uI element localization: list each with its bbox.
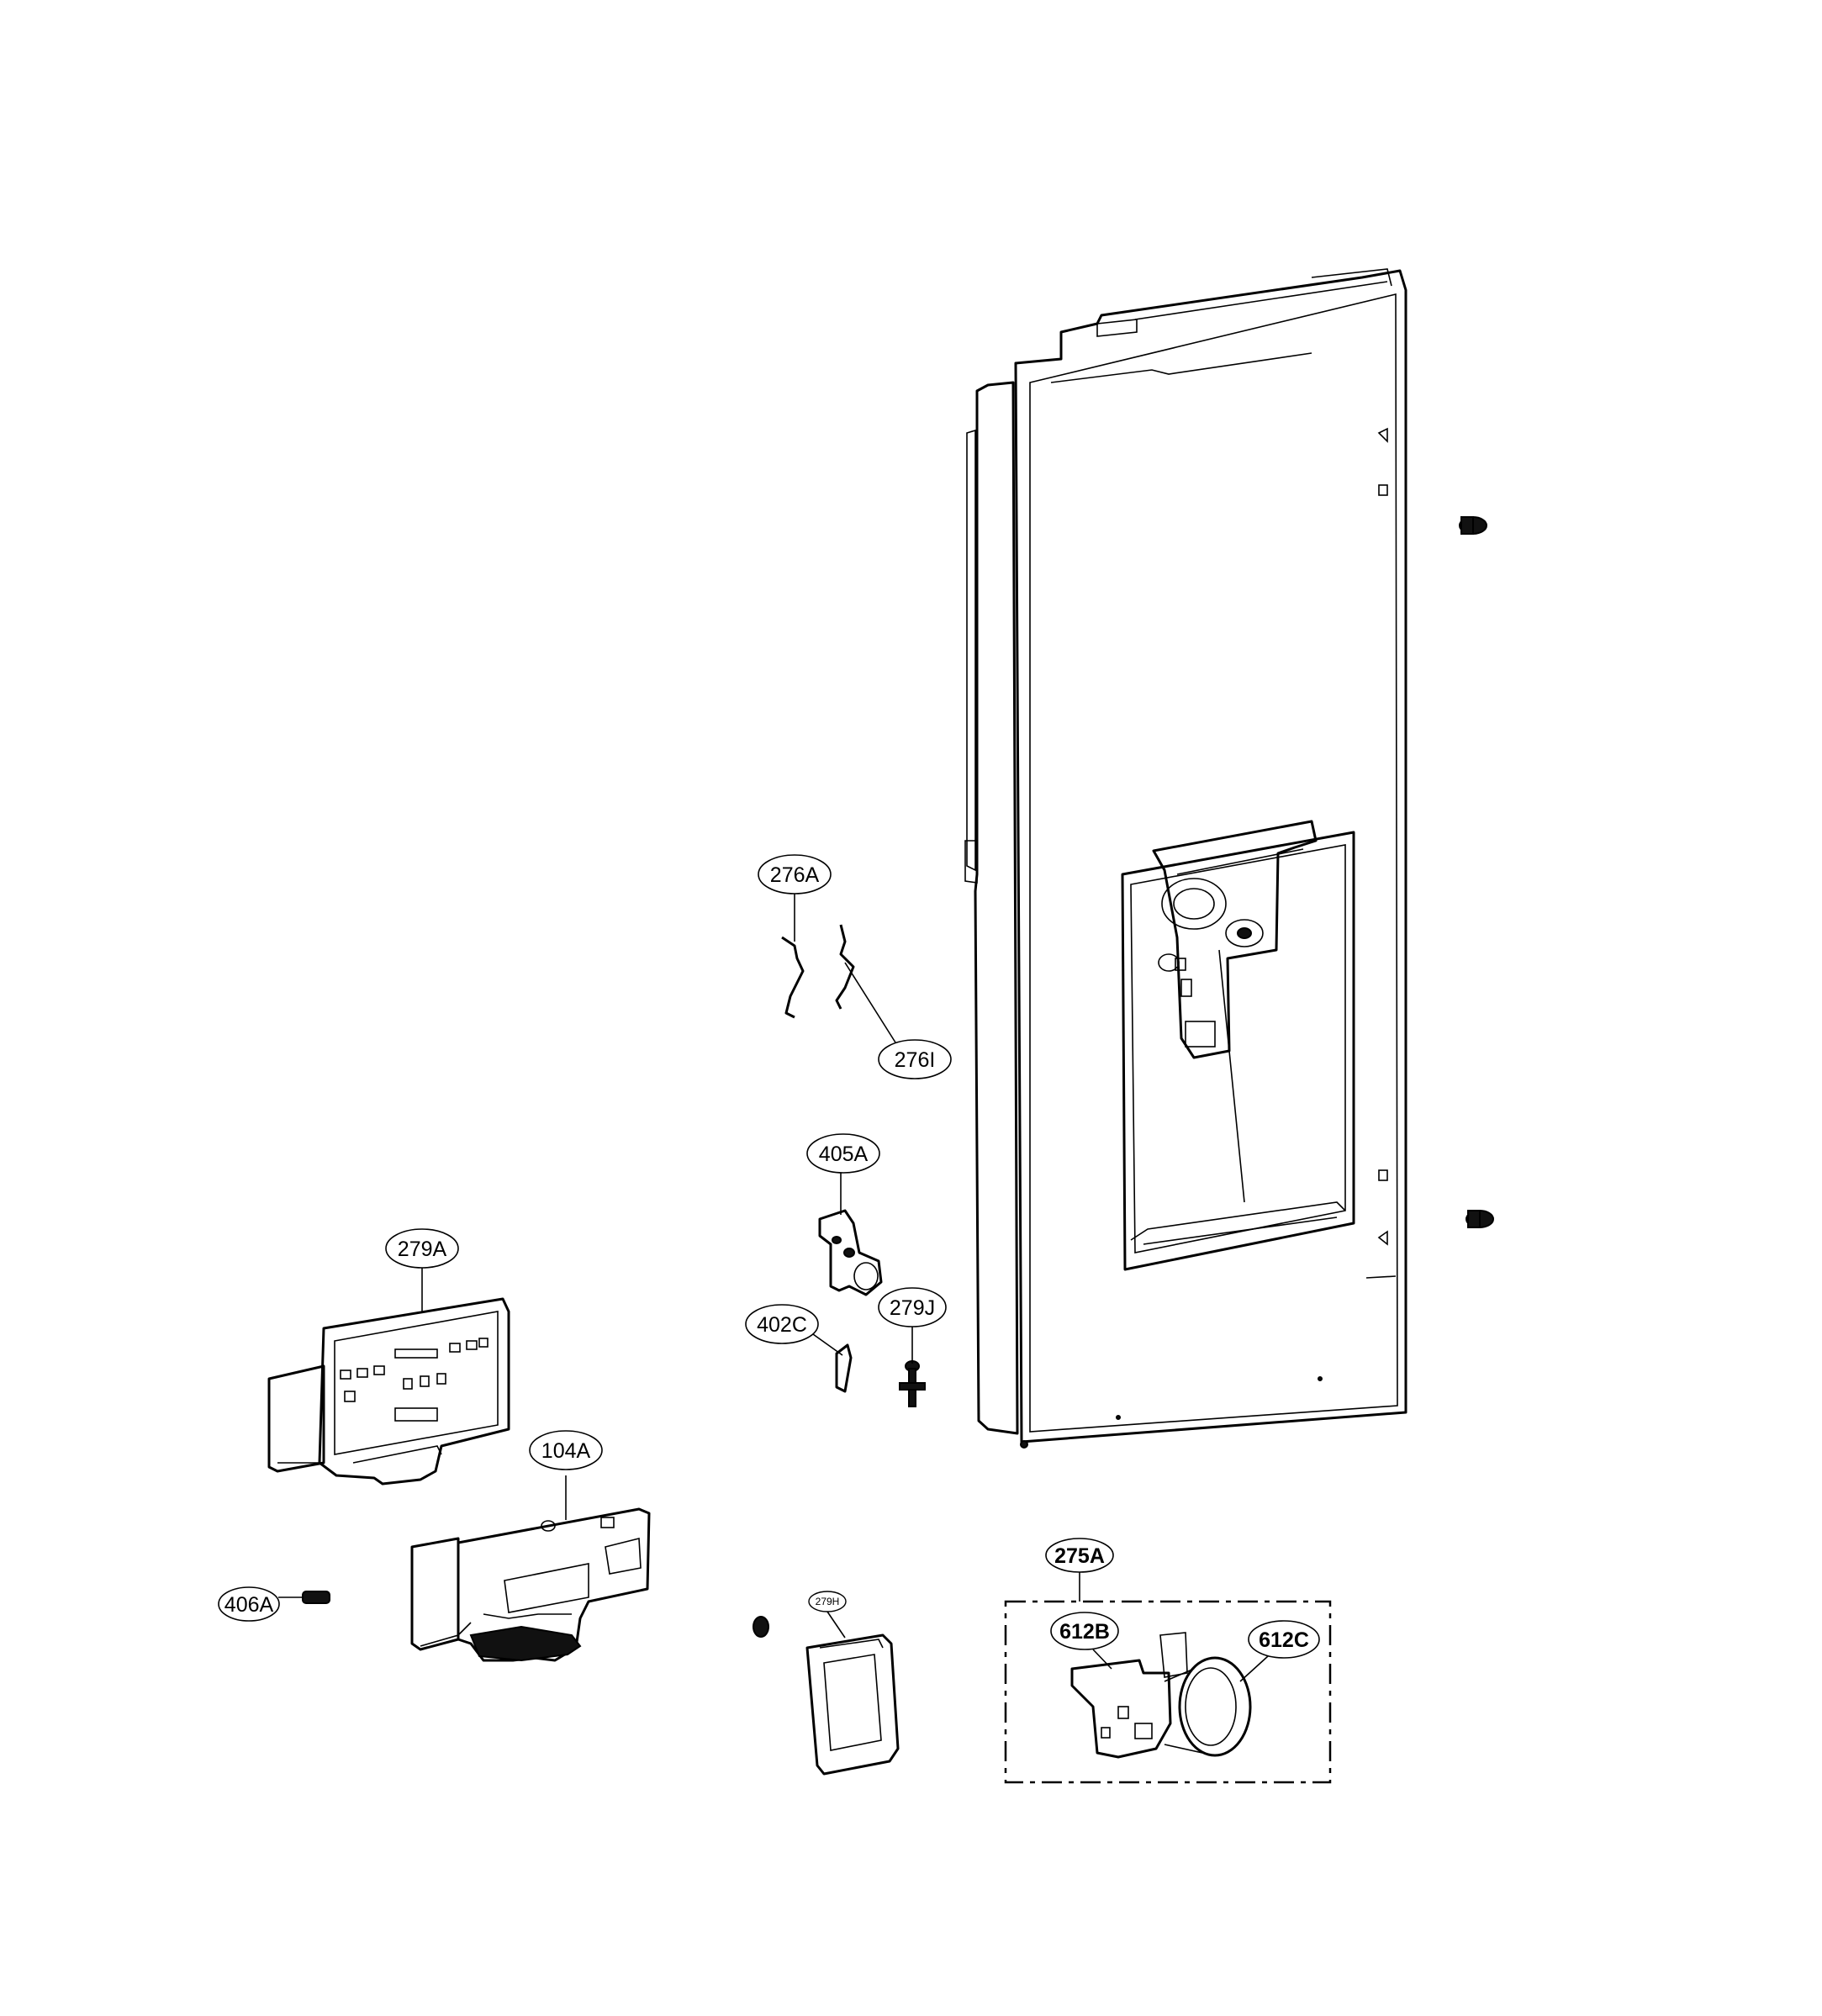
spring-276A [781, 936, 805, 1019]
callout-label-612C: 612C [1259, 1628, 1309, 1652]
callout-label-275A: 275A [1054, 1544, 1105, 1568]
callout-612C: 612C [1248, 1620, 1320, 1659]
callout-label-279H: 279H [816, 1596, 840, 1607]
spring-276I [835, 924, 855, 1010]
screw-406A [302, 1591, 330, 1604]
callout-label-279A: 279A [398, 1238, 447, 1261]
dispenser-housing-104A [410, 1507, 651, 1662]
callout-276I: 276I [878, 1039, 952, 1079]
control-panel-buttons [340, 1338, 489, 1422]
callout-612B: 612B [1050, 1612, 1119, 1650]
callout-276A: 276A [758, 854, 832, 895]
leader-lines [278, 894, 1269, 1682]
callout-label-612B: 612B [1059, 1620, 1110, 1644]
callout-405A: 405A [806, 1133, 880, 1174]
callout-label-405A: 405A [819, 1143, 869, 1166]
door-assembly [964, 268, 1494, 1449]
callout-279J: 279J [878, 1287, 947, 1327]
callout-label-402C: 402C [757, 1313, 807, 1337]
clip-402C [835, 1343, 853, 1393]
callout-label-279J: 279J [890, 1296, 935, 1320]
hinge-bolt-lower [1466, 1210, 1494, 1228]
bolt-279J [899, 1360, 926, 1407]
callout-402C: 402C [745, 1304, 819, 1344]
callout-104A: 104A [529, 1430, 603, 1470]
callout-406A: 406A [218, 1586, 280, 1622]
callout-label-406A: 406A [224, 1593, 274, 1617]
screw-near-279H [753, 1616, 769, 1638]
callout-275A: 275A [1045, 1538, 1114, 1573]
motor-assembly-275A [1004, 1600, 1332, 1784]
callout-279H: 279H [808, 1591, 847, 1612]
callout-label-104A: 104A [541, 1439, 591, 1463]
callout-label-276I: 276I [895, 1048, 936, 1072]
callout-279A: 279A [385, 1228, 459, 1269]
valve-405A [818, 1209, 883, 1296]
callout-label-276A: 276A [770, 863, 820, 887]
hinge-bolt-upper [1459, 516, 1487, 535]
control-panel-279A [267, 1297, 510, 1486]
filter-cover-279H [805, 1633, 900, 1776]
